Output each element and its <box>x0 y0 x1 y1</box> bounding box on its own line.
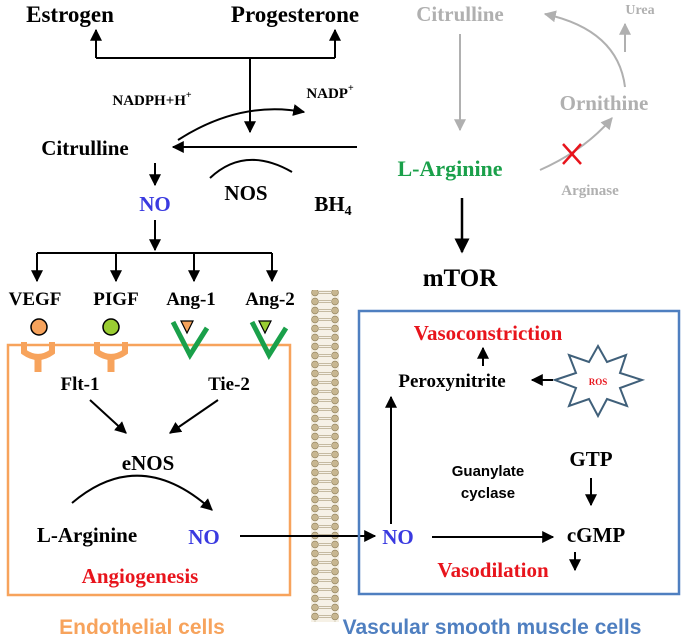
endothelial-cell-box <box>6 343 292 597</box>
guanylate-cyclase-label-line2: cyclase <box>461 485 515 502</box>
tie2-label: Tie-2 <box>208 374 250 395</box>
tie2-receptor-ang1-icon <box>170 320 210 361</box>
hormone-bracket <box>90 28 341 134</box>
smooth-muscle-cell-box <box>357 309 681 596</box>
no-product-label: NO <box>139 192 171 216</box>
progesterone-label: Progesterone <box>231 2 359 27</box>
endothelial-no-label: NO <box>188 525 220 549</box>
cgmp-label: cGMP <box>567 523 625 547</box>
vasoconstriction-label: Vasoconstriction <box>414 321 563 345</box>
ornithine-label: Ornithine <box>560 91 649 115</box>
tie2-receptor-ang2-icon <box>249 320 289 361</box>
enos-label: eNOS <box>122 451 175 475</box>
growth-factor-tree <box>31 220 278 283</box>
flt1-receptor-icon <box>21 342 55 372</box>
nadp-label: NADP+ <box>306 83 354 102</box>
ang2-label: Ang-2 <box>245 289 295 310</box>
flt1-label: Flt-1 <box>60 374 99 395</box>
endothelial-l-arginine-label: L-Arginine <box>37 523 137 547</box>
nos-reaction-arrows <box>149 104 357 187</box>
cell-membrane <box>311 290 339 622</box>
pigf-ligand-icon <box>102 318 120 336</box>
arginase-blocked-icon <box>562 143 582 165</box>
pigf-label: PIGF <box>93 289 138 310</box>
urea-cycle-arrows <box>454 10 631 171</box>
flt1-receptor-pigf-icon <box>94 342 128 372</box>
ros-label: ROS <box>589 377 608 387</box>
guanylate-cyclase-label-line1: Guanylate <box>452 463 525 480</box>
bh4-subscript: 4 <box>345 204 352 219</box>
smooth-muscle-cells-caption: Vascular smooth muscle cells <box>343 616 642 639</box>
endothelial-cells-caption: Endothelial cells <box>59 616 225 639</box>
arginase-label: Arginase <box>561 183 619 199</box>
vsmc-no-label: NO <box>382 525 414 549</box>
estrogen-label: Estrogen <box>26 2 114 27</box>
nadph-superscript: + <box>186 90 192 101</box>
ang1-label: Ang-1 <box>166 289 216 310</box>
l-arginine-label: L-Arginine <box>397 156 502 181</box>
nadph-label: NADPH+H+ <box>112 90 192 109</box>
citrulline-gray-label: Citrulline <box>416 2 504 26</box>
citrulline-product-label: Citrulline <box>41 136 129 160</box>
receptor-to-enos-arrows <box>89 399 219 434</box>
urea-label: Urea <box>625 3 654 18</box>
ros-burst-icon: ROS <box>552 343 646 419</box>
vegf-ligand-icon <box>30 318 48 336</box>
peroxynitrite-label: Peroxynitrite <box>398 371 505 392</box>
vegf-label: VEGF <box>9 289 62 310</box>
enos-catalysis-arrow <box>71 474 213 511</box>
nadp-superscript: + <box>348 83 354 94</box>
gtp-label: GTP <box>569 447 612 471</box>
mtor-label: mTOR <box>423 265 498 292</box>
bh4-cofactor-label: BH4 <box>314 192 351 219</box>
nos-enzyme-label: NOS <box>224 181 267 205</box>
vasodilation-label: Vasodilation <box>437 558 549 582</box>
angiogenesis-label: Angiogenesis <box>82 564 199 588</box>
